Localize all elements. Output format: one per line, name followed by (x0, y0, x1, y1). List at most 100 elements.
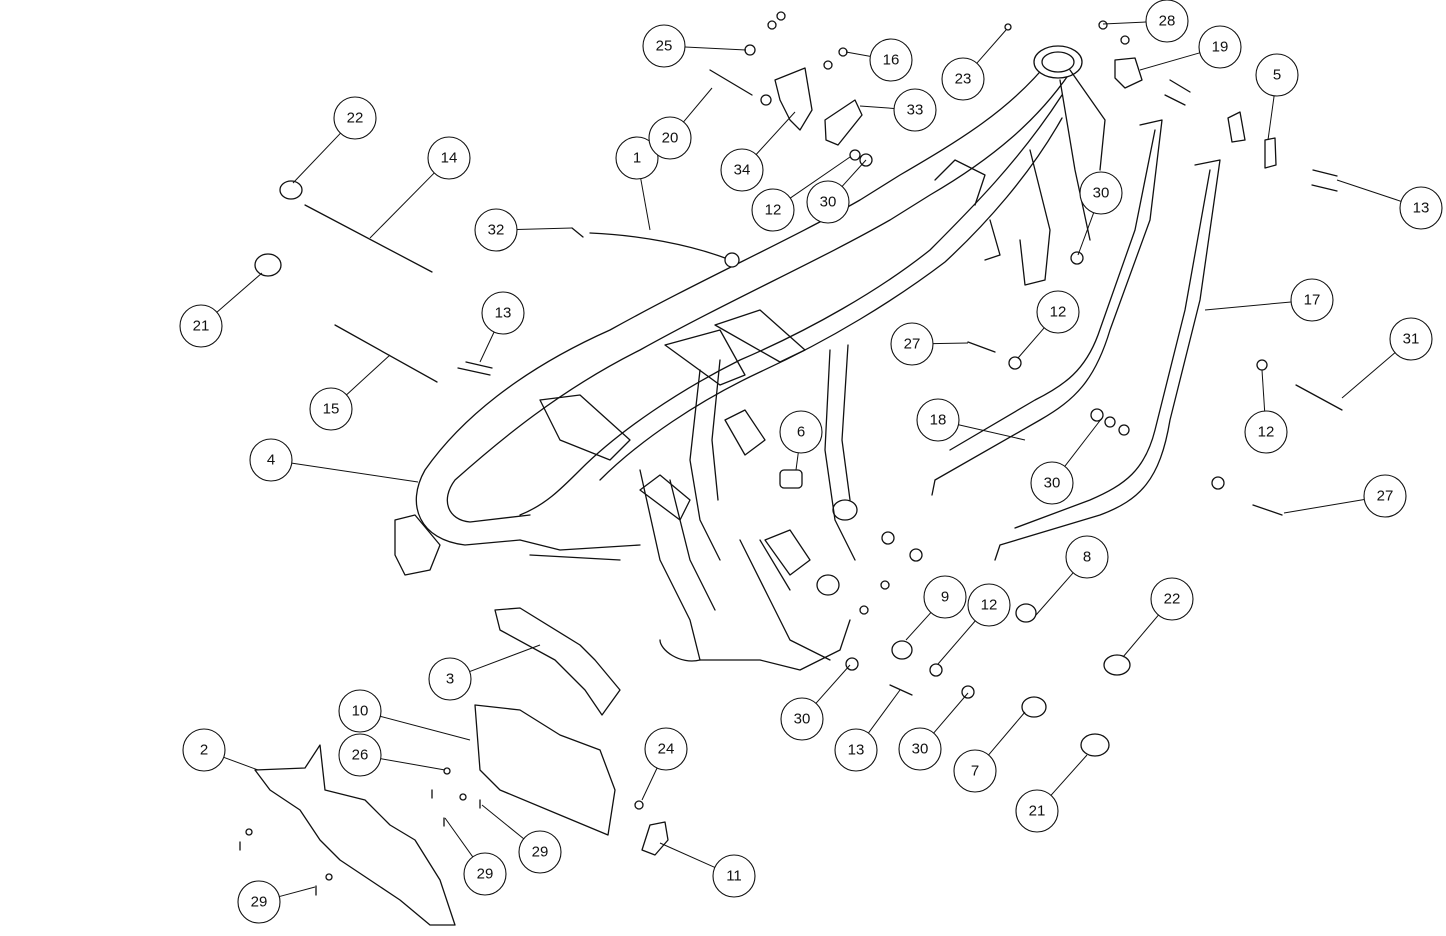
callout-circle (1399, 186, 1443, 230)
callout-circle (941, 57, 985, 101)
main-frame (394, 45, 1106, 671)
leader-line-11 (659, 842, 716, 868)
callout-circle (615, 136, 659, 180)
callout-25: 25 (642, 24, 686, 68)
callout-17: 17 (1290, 278, 1334, 322)
callout-circle (182, 728, 226, 772)
leader-line-29 (444, 817, 474, 858)
leader-line-20 (683, 87, 713, 123)
callout-circle (1030, 461, 1074, 505)
callout-circle (642, 24, 686, 68)
leader-line-13 (479, 331, 495, 363)
callout-circle (953, 749, 997, 793)
leader-line-18 (958, 424, 1026, 441)
callout-22: 22 (1150, 577, 1194, 621)
callout-22: 22 (333, 96, 377, 140)
callout-label: 28 (1159, 13, 1176, 30)
leader-line-4 (291, 462, 419, 483)
bracket-34 (774, 67, 813, 131)
callout-label: 7 (971, 763, 979, 780)
callout-26: 26 (338, 733, 382, 777)
leader-line-27 (932, 342, 969, 345)
callout-label: 12 (981, 597, 998, 614)
callout-label: 3 (446, 671, 454, 688)
callout-14: 14 (427, 136, 471, 180)
leader-line-13 (1336, 179, 1402, 202)
callout-16: 16 (869, 38, 913, 82)
callout-15: 15 (309, 387, 353, 431)
bracket-19 (1114, 57, 1143, 89)
callout-circle (463, 852, 507, 896)
callout-label: 34 (734, 162, 751, 179)
leader-line-32 (516, 227, 573, 230)
bushing-6 (779, 469, 803, 489)
callout-circle (1244, 410, 1288, 454)
leader-line-7 (988, 711, 1026, 756)
leader-line-30 (933, 692, 969, 734)
leader-line-31 (1341, 352, 1396, 399)
leader-line-10 (380, 715, 471, 741)
callout-circle (720, 148, 764, 192)
leader-line-26 (380, 758, 446, 771)
callout-label: 27 (904, 336, 921, 353)
plate-11 (641, 821, 669, 856)
callout-label: 9 (941, 589, 949, 606)
callout-label: 4 (267, 452, 275, 469)
callout-30: 30 (898, 727, 942, 771)
callout-label: 20 (662, 130, 679, 147)
callout-29: 29 (237, 880, 281, 924)
callout-20: 20 (648, 116, 692, 160)
callout-circle (1198, 25, 1242, 69)
callout-9: 9 (923, 575, 967, 619)
callout-29: 29 (518, 830, 562, 874)
callout-circle (1255, 53, 1299, 97)
callout-circle (923, 575, 967, 619)
callout-label: 15 (323, 401, 340, 418)
callout-circle (518, 830, 562, 874)
callout-circle (1150, 577, 1194, 621)
leader-line-21 (216, 272, 263, 313)
callout-label: 30 (1093, 185, 1110, 202)
callout-29: 29 (463, 852, 507, 896)
callout-28: 28 (1145, 0, 1189, 43)
fasteners (239, 11, 1338, 896)
callouts: 1234567891011121212121313131415161718192… (179, 0, 1443, 924)
callout-label: 25 (656, 38, 673, 55)
callout-circle (427, 136, 471, 180)
callout-circle (898, 727, 942, 771)
callout-label: 14 (441, 150, 458, 167)
callout-label: 2 (200, 742, 208, 759)
callout-circle (237, 880, 281, 924)
callout-circle (179, 304, 223, 348)
callout-label: 31 (1403, 331, 1420, 348)
callout-21: 21 (179, 304, 223, 348)
callout-label: 23 (955, 71, 972, 88)
callout-19: 19 (1198, 25, 1242, 69)
callout-21: 21 (1015, 789, 1059, 833)
callout-circle (890, 322, 934, 366)
leader-line-2 (223, 756, 259, 771)
callout-label: 32 (488, 222, 505, 239)
callout-label: 30 (820, 194, 837, 211)
callout-circle (1065, 535, 1109, 579)
leader-line-30 (1077, 212, 1095, 256)
callout-6: 6 (779, 410, 823, 454)
leader-line-27 (1283, 498, 1365, 514)
callout-circle (648, 116, 692, 160)
bushing-9 (891, 640, 913, 660)
callout-label: 22 (347, 110, 364, 127)
cable-1 (589, 232, 726, 259)
callout-label: 27 (1377, 488, 1394, 505)
leader-line-24 (641, 767, 658, 801)
callout-circle (1363, 474, 1407, 518)
callout-label: 18 (930, 412, 947, 429)
callout-circle (309, 387, 353, 431)
callout-label: 12 (1050, 304, 1067, 321)
leader-line-16 (845, 51, 871, 57)
callout-label: 5 (1273, 67, 1281, 84)
leader-line-15 (346, 354, 391, 396)
callout-32: 32 (474, 208, 518, 252)
callout-label: 13 (848, 742, 865, 759)
callout-2: 2 (182, 728, 226, 772)
